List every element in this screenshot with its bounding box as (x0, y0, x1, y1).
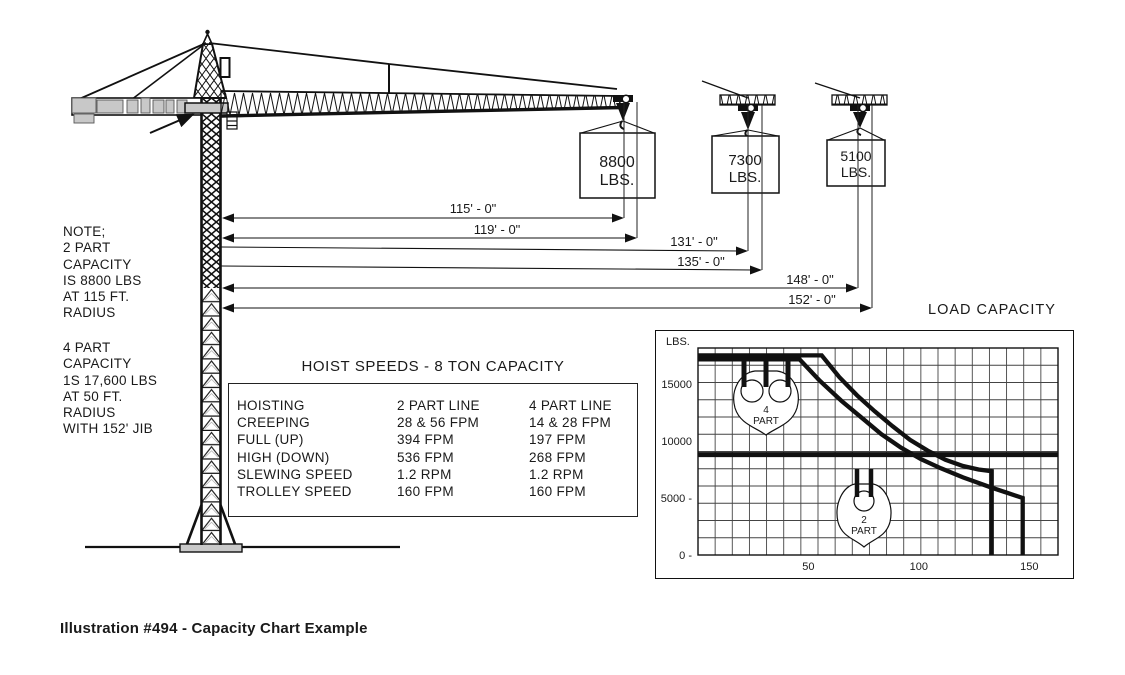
table-cell: HOISTING (237, 398, 305, 413)
load-unit: LBS. (600, 172, 635, 189)
trolley-hook-148 (827, 103, 885, 141)
table-cell: 1.2 RPM (529, 466, 584, 482)
table-cell: 160 FPM (397, 484, 454, 500)
trolley-hook-tip (580, 94, 655, 134)
main-jib (220, 90, 623, 118)
y-tick-label: 15000 (661, 379, 692, 391)
dim-135: 135' - 0" (677, 254, 725, 269)
y-axis-label: LBS. (666, 336, 690, 348)
dim-115: 115' - 0" (450, 201, 497, 216)
table-cell: SLEWING SPEED (237, 466, 353, 482)
table-cell: CREEPING (237, 415, 310, 431)
load-value: 5100 (840, 148, 871, 164)
y-tick-label: 10000 (661, 436, 692, 448)
table-row: TROLLEY SPEED 160 FPM 160 FPM (237, 483, 637, 500)
four-part-label: 4 (763, 405, 769, 416)
trolley-hook-131 (712, 103, 779, 138)
load-unit: LBS. (729, 169, 762, 186)
table-cell: 536 FPM (397, 449, 454, 465)
dimension-arrowheads (222, 213, 872, 313)
table-cell: 14 & 28 FPM (529, 415, 612, 431)
plot-border (697, 347, 1059, 556)
table-cell: 160 FPM (529, 484, 586, 500)
load-capacity-title: LOAD CAPACITY (928, 302, 1056, 318)
dim-119: 119' - 0" (474, 222, 521, 237)
apex-tip (201, 32, 214, 45)
table-row: HOISTING 2 PART LINE 4 PART LINE (237, 397, 637, 414)
table-cell: 197 FPM (529, 432, 586, 448)
dim-148: 148' - 0" (786, 272, 834, 287)
hoist-table: HOISTING 2 PART LINE 4 PART LINE CREEPING 28… (228, 383, 638, 517)
capacity-curve-4-part (698, 353, 994, 555)
load-box-8800: 8800 LBS. (579, 132, 656, 199)
table-cell: 28 & 56 FPM (397, 415, 480, 431)
jib-stub-131 (701, 80, 776, 106)
table-cell: 2 PART LINE (397, 398, 480, 413)
table-cell: 268 FPM (529, 449, 586, 465)
two-part-label: PART (851, 526, 877, 537)
operator-cab (219, 57, 231, 78)
table-cell: 394 FPM (397, 432, 454, 448)
hoist-table-rows: HOISTING 2 PART LINE 4 PART LINE CREEPING 28… (237, 397, 637, 500)
table-row: HIGH (DOWN) 536 FPM 268 FPM (237, 449, 637, 466)
hoist-table-title: HOIST SPEEDS - 8 TON CAPACITY (301, 358, 565, 375)
dim-152: 152' - 0" (788, 292, 836, 307)
note-4-part-capacity: 4 PART CAPACITY 1S 17,600 LBS AT 50 FT. … (63, 340, 158, 437)
table-row: SLEWING SPEED 1.2 RPM 1.2 RPM (237, 466, 637, 483)
table-cell: HIGH (DOWN) (237, 449, 330, 465)
y-tick-label: 0 - (679, 550, 692, 562)
load-value: 7300 (728, 152, 761, 169)
two-part-label: 2 (861, 515, 867, 526)
counter-jib (71, 97, 238, 134)
load-value: 8800 (599, 154, 635, 171)
table-cell: 4 PART LINE (529, 398, 612, 413)
note-2-part-capacity: NOTE; 2 PART CAPACITY IS 8800 LBS AT 115… (63, 224, 142, 321)
tower-mast (200, 98, 222, 545)
table-cell: TROLLEY SPEED (237, 484, 352, 500)
x-tick-label: 150 (1020, 561, 1038, 573)
slewing-pointer-arrow (149, 113, 195, 134)
dimension-labels: 115' - 0" 119' - 0" 131' - 0" 135' - 0" … (450, 201, 836, 307)
tower-base (179, 504, 243, 553)
tower-apex (192, 29, 231, 99)
jib-stub-148 (814, 82, 888, 106)
counterweights (71, 97, 188, 124)
load-box-7300: 7300 LBS. (711, 135, 780, 194)
y-tick-label: 5000 - (661, 493, 693, 505)
pendant-lines (76, 42, 618, 101)
x-tick-label: 100 (910, 561, 928, 573)
table-cell: 1.2 RPM (397, 466, 452, 482)
dim-131: 131' - 0" (670, 234, 718, 249)
table-cell: FULL (UP) (237, 432, 304, 448)
table-row: FULL (UP) 394 FPM 197 FPM (237, 431, 637, 448)
load-box-5100: 5100 LBS. (826, 139, 886, 187)
four-part-label: PART (753, 416, 779, 427)
dimension-lines (220, 217, 864, 309)
reference-lines (623, 102, 873, 308)
x-tick-label: 50 (802, 561, 814, 573)
table-row: CREEPING 28 & 56 FPM 14 & 28 FPM (237, 414, 637, 431)
illustration-caption: Illustration #494 - Capacity Chart Examp… (60, 620, 368, 637)
load-unit: LBS. (841, 164, 871, 180)
